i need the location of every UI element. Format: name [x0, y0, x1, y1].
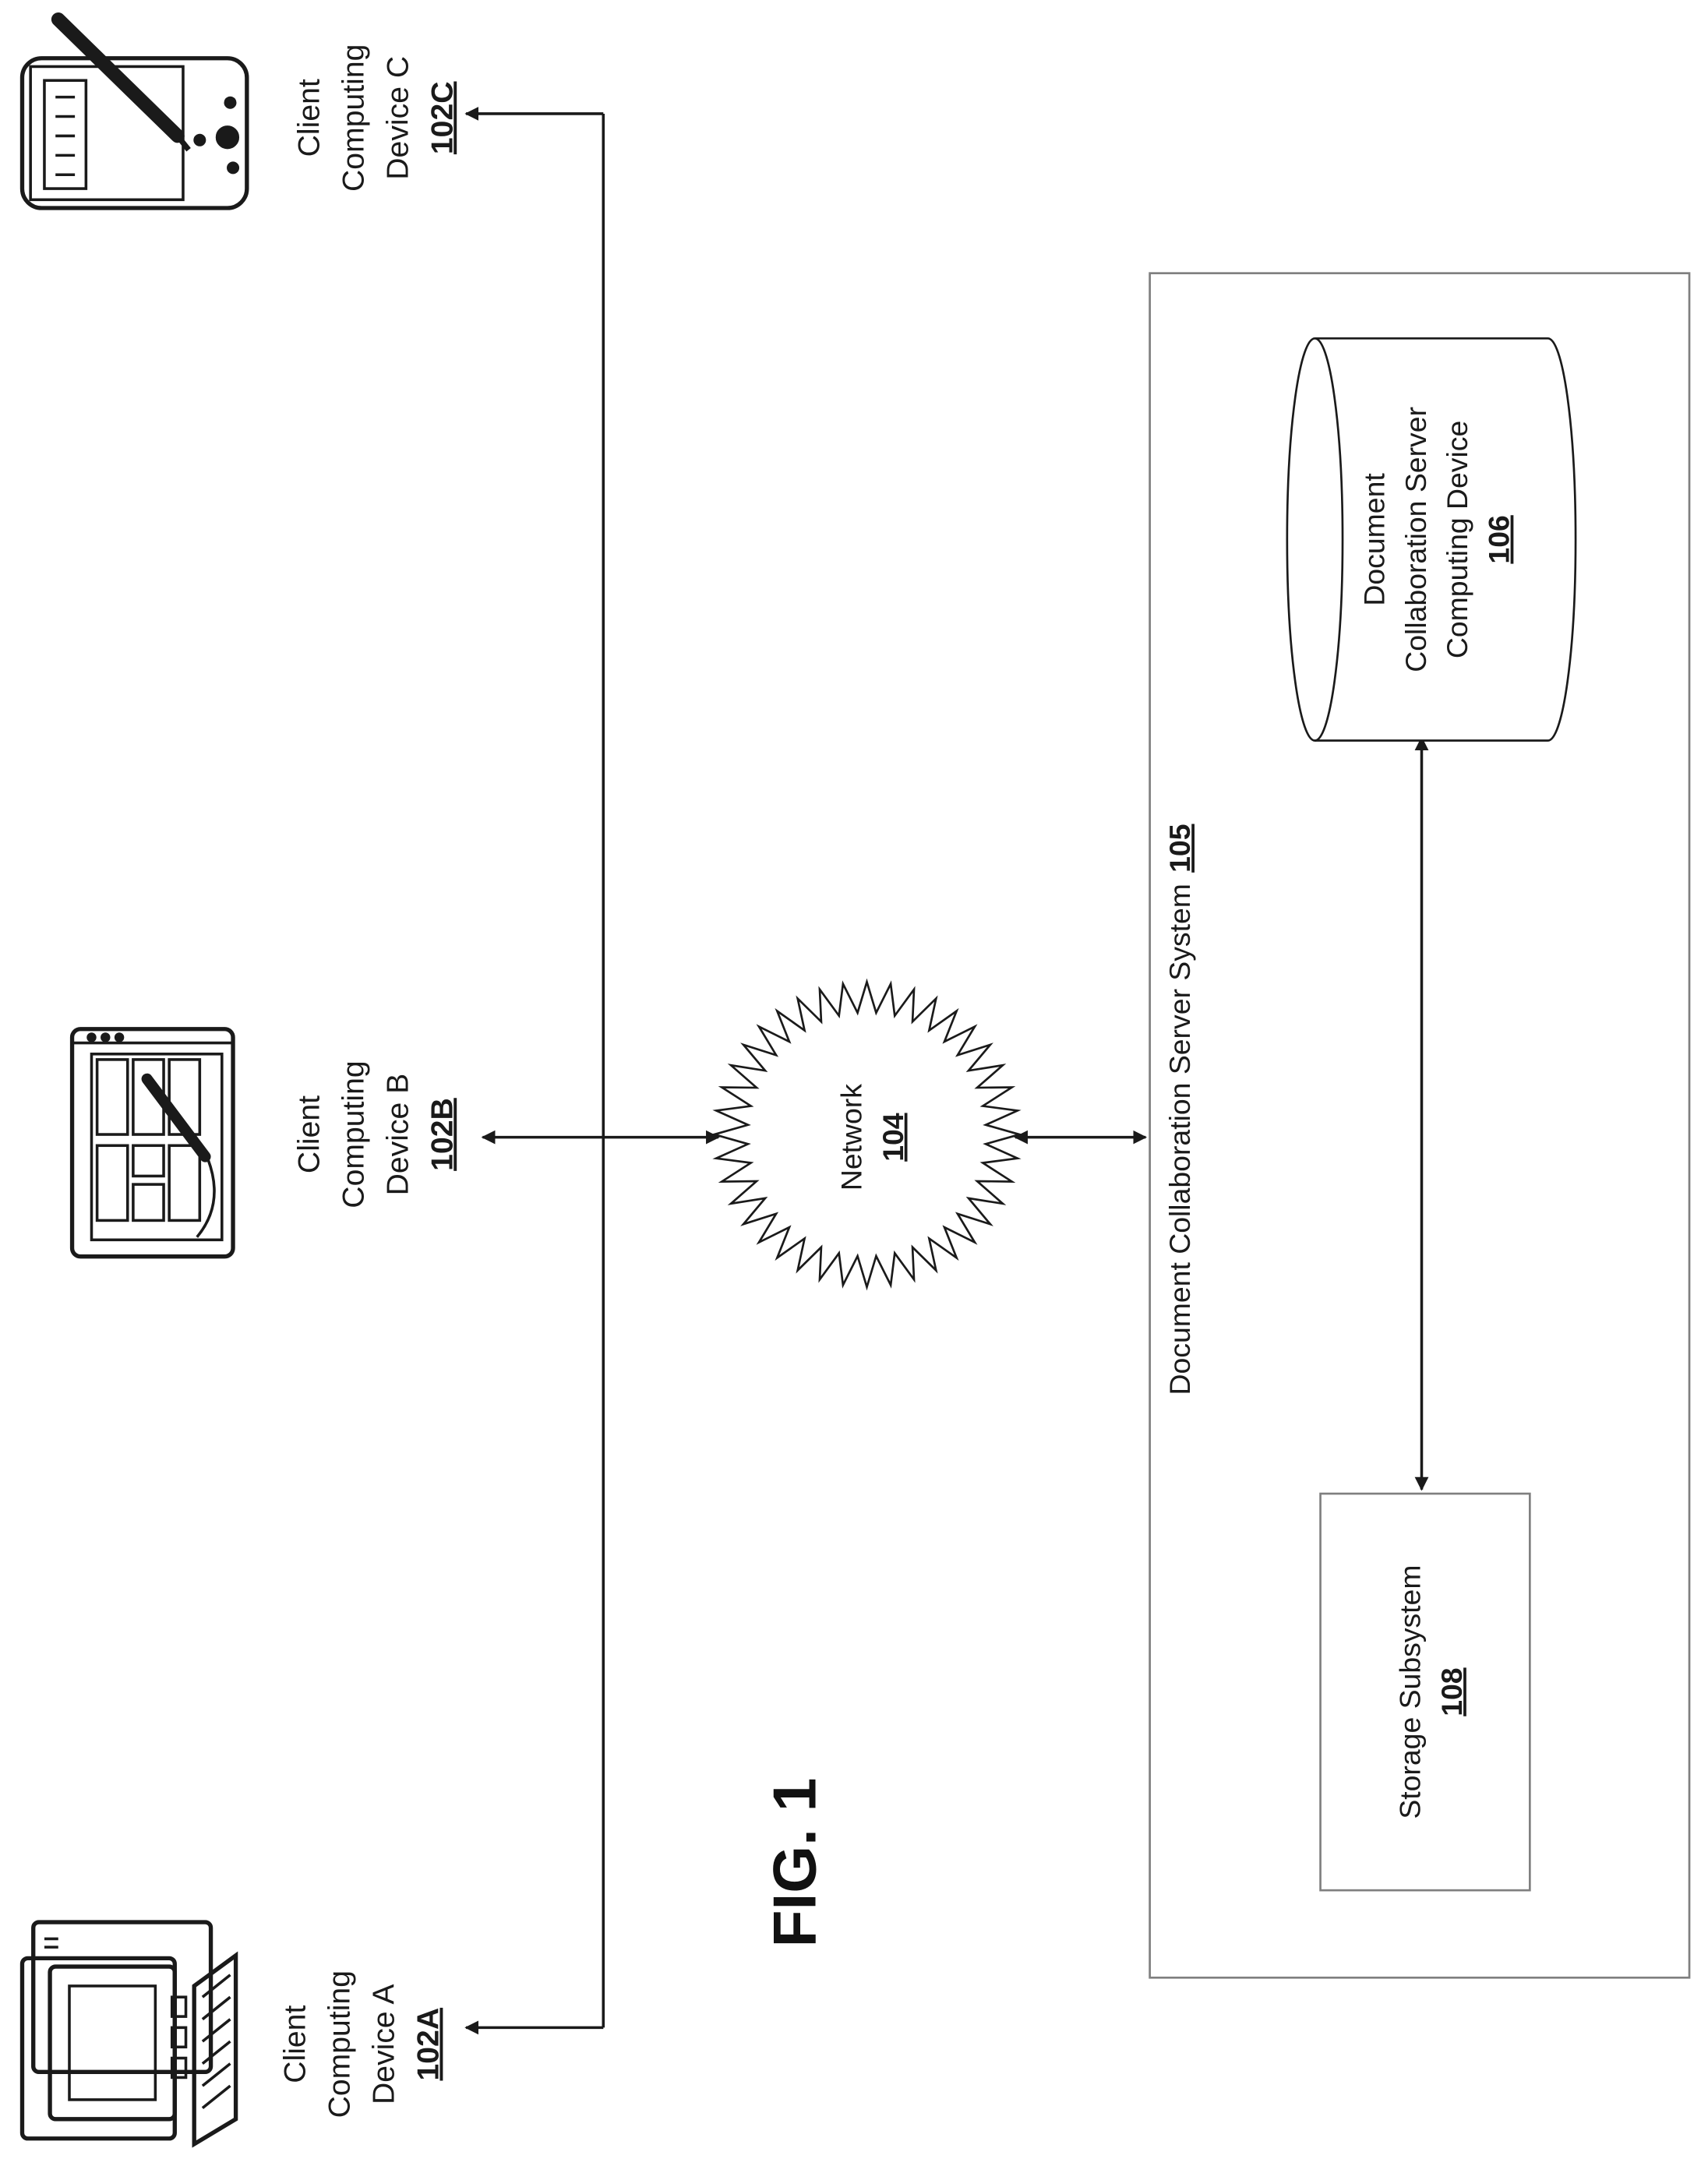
network-label-text: Network [835, 1084, 867, 1191]
server-device-line3: Computing Device [1441, 421, 1473, 658]
server-device-ref: 106 [1483, 515, 1516, 563]
device-c-label-line2: Computing [337, 44, 370, 192]
tablet-icon [72, 1029, 233, 1257]
device-a-label: Client Computing Device A 102A [279, 1970, 446, 2118]
storage-label-text: Storage Subsystem [1394, 1565, 1427, 1819]
device-c-ref: 102C [425, 81, 459, 154]
server-system-label: Document Collaboration Server System105 [1163, 824, 1196, 1395]
figure-label-text: FIG. 1 [760, 1778, 829, 1948]
network-ref: 104 [877, 1113, 909, 1162]
server-device-line1: Document [1357, 473, 1390, 606]
desktop-computer-icon [22, 1922, 235, 2144]
device-c-label-line1: Client [292, 79, 326, 157]
device-a-label-line1: Client [279, 2005, 312, 2083]
device-c-label-line3: Device C [381, 56, 415, 180]
device-b-ref: 102B [425, 1098, 459, 1171]
device-a-label-line2: Computing [323, 1970, 357, 2118]
pda-icon [22, 19, 246, 208]
device-b-label-line2: Computing [337, 1060, 370, 1208]
device-b-label-line3: Device B [381, 1074, 415, 1196]
device-a-ref: 102A [411, 2008, 445, 2081]
device-b-label-line1: Client [292, 1095, 326, 1173]
figure-label: FIG. 1 [760, 1778, 829, 1948]
device-a-label-line3: Device A [368, 1984, 401, 2104]
device-b-label: Client Computing Device B 102B [292, 1060, 459, 1208]
device-c-label: Client Computing Device C 102C [292, 44, 459, 192]
storage-ref: 108 [1435, 1667, 1468, 1716]
server-system-label-text: Document Collaboration Server System105 [1163, 824, 1196, 1395]
server-device-line2: Collaboration Server [1399, 407, 1432, 672]
